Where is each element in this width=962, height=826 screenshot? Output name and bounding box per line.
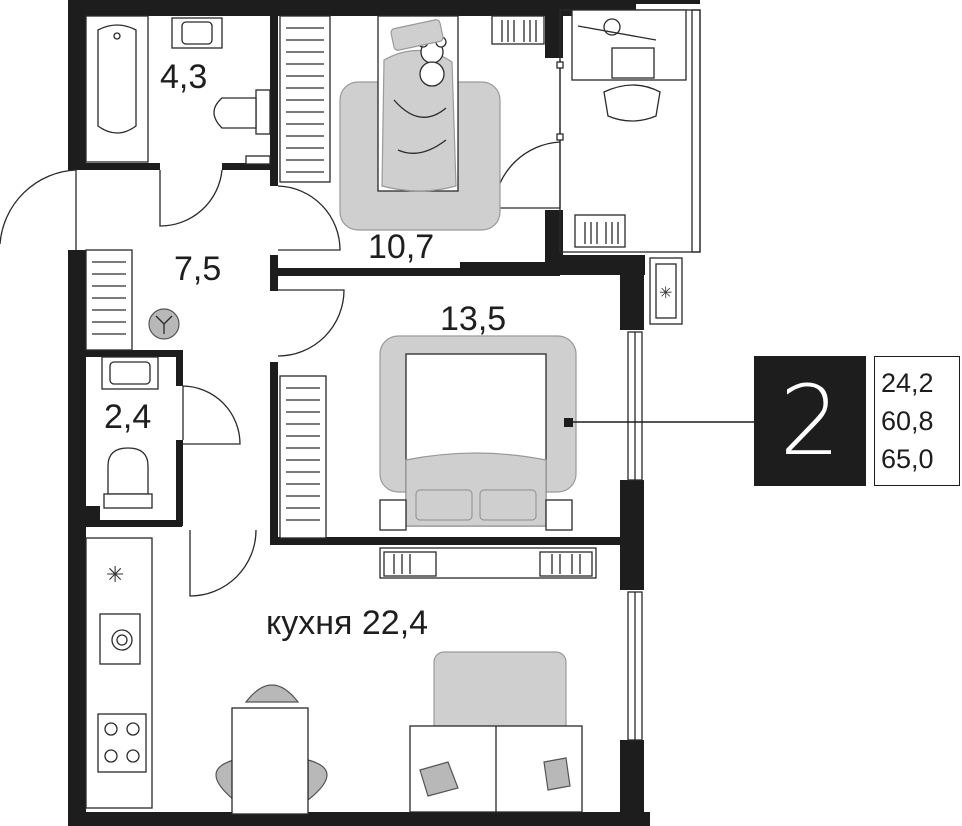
chair-icon: [603, 84, 661, 122]
kitchen: ✳: [85, 529, 643, 815]
bookshelf-icon: [574, 214, 626, 248]
rooms-count-badge: 2: [754, 356, 866, 486]
toilet-icon: [103, 447, 153, 509]
radiator-icon: [279, 15, 331, 183]
bookshelf-icon: [379, 547, 597, 579]
radiator-icon: [85, 249, 133, 351]
toilet-icon: [213, 89, 271, 135]
hall: 7,5: [0, 169, 345, 357]
ventilation-icon: ✳: [106, 563, 124, 588]
bathtub-icon: [85, 15, 149, 163]
bathroom: 4,3: [85, 15, 271, 165]
area-with-balcony: 65,0: [881, 444, 934, 474]
wc: 2,4: [101, 356, 241, 509]
table-icon: [215, 684, 328, 815]
room-area-hall: 7,5: [174, 250, 221, 288]
stove-icon: [97, 713, 147, 773]
area-summary: 24,2 60,8 65,0: [874, 356, 960, 486]
walls: [68, 0, 700, 826]
room-area-bathroom: 4,3: [160, 58, 207, 96]
living-area: 24,2: [881, 368, 934, 398]
ventilation-icon: [148, 308, 180, 340]
ventilation-icon: [649, 257, 683, 325]
sofa-icon: [409, 651, 583, 813]
apartment-pointer: [564, 418, 754, 427]
bookshelf-icon: [491, 15, 545, 45]
svg-text:✳: ✳: [106, 563, 124, 588]
svg-text:✳: ✳: [659, 283, 672, 302]
room-area-wc: 2,4: [104, 398, 151, 436]
bed-icon: [379, 353, 573, 531]
sink-icon: [171, 17, 223, 49]
balcony: ✳: [493, 9, 701, 325]
total-area: 60,8: [881, 406, 934, 436]
bedroom-main: 13,5: [279, 300, 643, 539]
bedroom-small: 10,7: [277, 15, 545, 266]
radiator-icon: [279, 375, 327, 539]
washing-machine-icon: [99, 613, 141, 665]
room-area-bedroom-small: 10,7: [368, 228, 434, 266]
room-area-bedroom-main: 13,5: [440, 300, 506, 338]
rooms-count: 2: [779, 365, 841, 477]
room-area-kitchen: кухня 22,4: [266, 604, 428, 642]
